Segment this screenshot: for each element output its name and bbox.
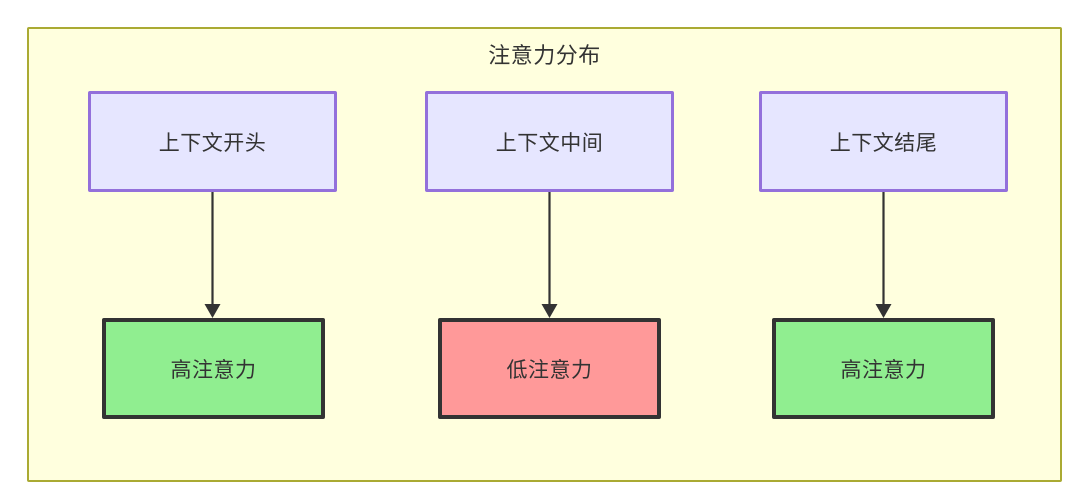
node-context-middle[interactable]: 上下文中间 xyxy=(425,91,674,192)
node-context-start[interactable]: 上下文开头 xyxy=(88,91,337,192)
node-high-attention-start[interactable]: 高注意力 xyxy=(102,318,325,419)
node-high-attention-end[interactable]: 高注意力 xyxy=(772,318,995,419)
node-low-attention-middle[interactable]: 低注意力 xyxy=(438,318,661,419)
node-context-end[interactable]: 上下文结尾 xyxy=(759,91,1008,192)
diagram-title: 注意力分布 xyxy=(488,43,601,68)
